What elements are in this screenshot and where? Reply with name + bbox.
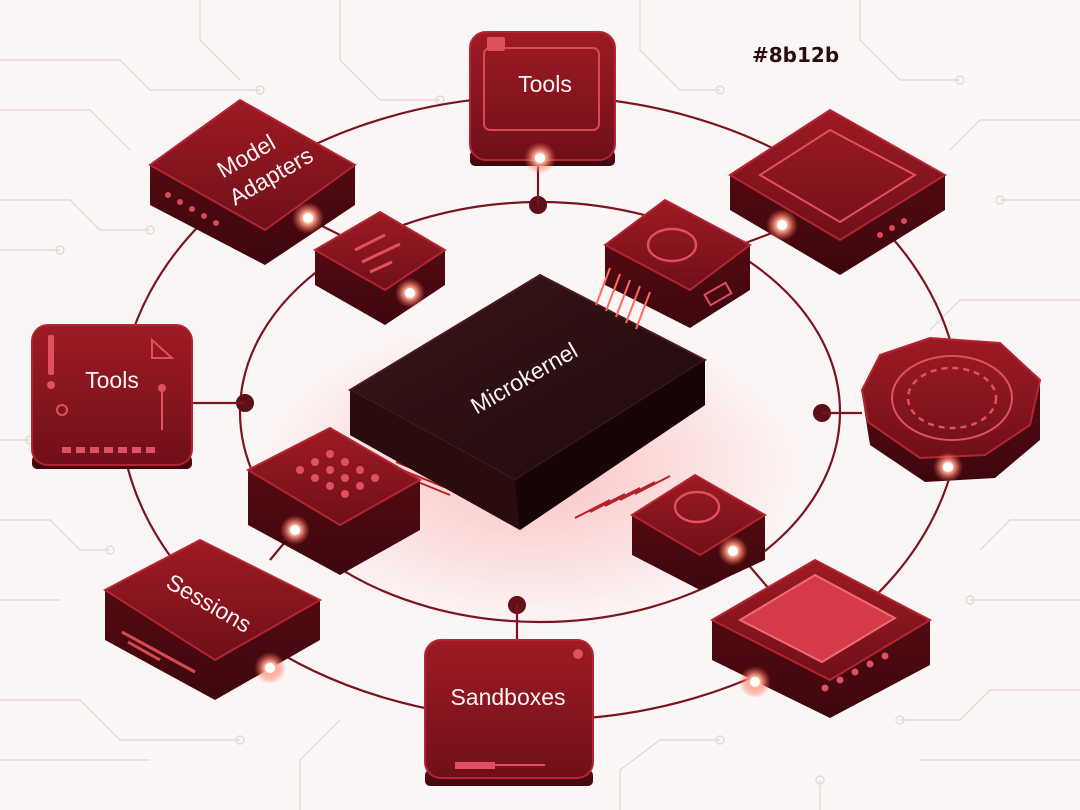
keypad-module <box>245 426 423 575</box>
screen-icon <box>758 128 917 224</box>
sandboxes-label: Sandboxes <box>450 684 565 710</box>
text-lines-icon <box>354 233 401 274</box>
tools-top-label: Tools <box>518 71 572 97</box>
tools-top-module: Tools <box>469 31 616 174</box>
circle-icon <box>673 490 721 524</box>
circle-module <box>630 473 767 590</box>
sessions-module: Sessions <box>103 538 323 700</box>
model-adapters-module: Model Adapters <box>148 98 357 265</box>
slots-icon <box>165 192 219 226</box>
screen-module <box>728 108 947 275</box>
text-lines-module <box>313 210 447 325</box>
display-icon <box>737 573 898 664</box>
circle-port-module <box>595 198 752 330</box>
tools-left-module: Tools <box>31 324 193 469</box>
dial-icon <box>891 355 1013 441</box>
accent-color-label: #8b12b <box>752 43 839 67</box>
panel-icon <box>483 37 600 131</box>
display-module <box>709 558 933 718</box>
circle-port-icon <box>646 227 698 263</box>
sandboxes-module: Sandboxes <box>424 639 594 786</box>
microkernel-chip: Microkernel <box>347 273 708 530</box>
chip-pins-right <box>574 475 671 519</box>
tools-left-label: Tools <box>85 367 139 393</box>
dial-module <box>860 336 1042 482</box>
keypad-icon <box>296 450 379 498</box>
